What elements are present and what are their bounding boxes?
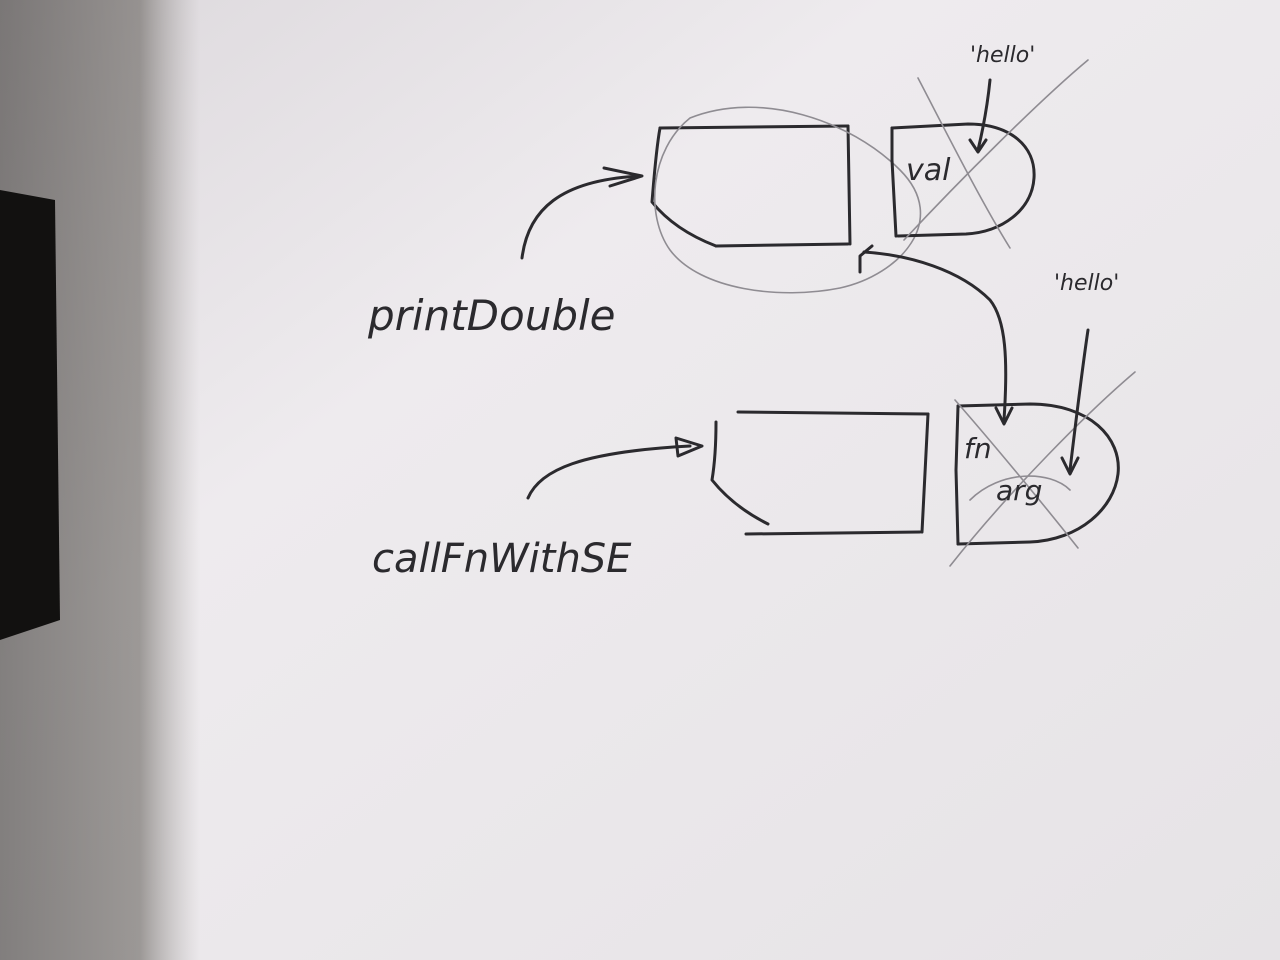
fn-to-code-arrowhead — [858, 244, 874, 274]
top-hello-value: 'hello' — [970, 43, 1035, 68]
dark-object — [0, 190, 60, 640]
print-double-code-box — [650, 124, 852, 248]
bottom-cross-out-2 — [949, 371, 1136, 567]
print-double-env-record — [890, 122, 1036, 238]
fn-to-code-arrow — [862, 250, 1008, 422]
call-fn-label: callFnWithSE — [372, 536, 632, 582]
print-double-arrowhead — [602, 166, 644, 188]
print-double-arrow — [520, 174, 642, 260]
top-cross-out-1 — [917, 77, 1011, 249]
call-fn-arrow — [526, 444, 692, 500]
call-fn-arrowhead — [674, 436, 704, 458]
bottom-cross-out-1 — [954, 399, 1079, 549]
bottom-cross-out-3 — [969, 475, 1071, 501]
top-hello-arrowhead — [968, 138, 988, 154]
top-hello-arrow — [976, 78, 992, 152]
faint-loop — [653, 106, 922, 294]
fn-arrowhead-down — [994, 406, 1014, 426]
bottom-hello-arrow — [1068, 328, 1090, 472]
call-fn-env-record — [954, 402, 1120, 546]
bottom-hello-value: 'hello' — [1054, 271, 1119, 296]
top-cross-out-2 — [903, 59, 1089, 241]
slot-val-label: val — [906, 153, 951, 188]
print-double-label: printDouble — [367, 291, 616, 340]
slot-arg-label: arg — [996, 474, 1042, 507]
bottom-hello-arrowhead — [1060, 456, 1080, 476]
slot-fn-label: fn — [964, 432, 992, 465]
call-fn-code-box — [710, 410, 930, 536]
